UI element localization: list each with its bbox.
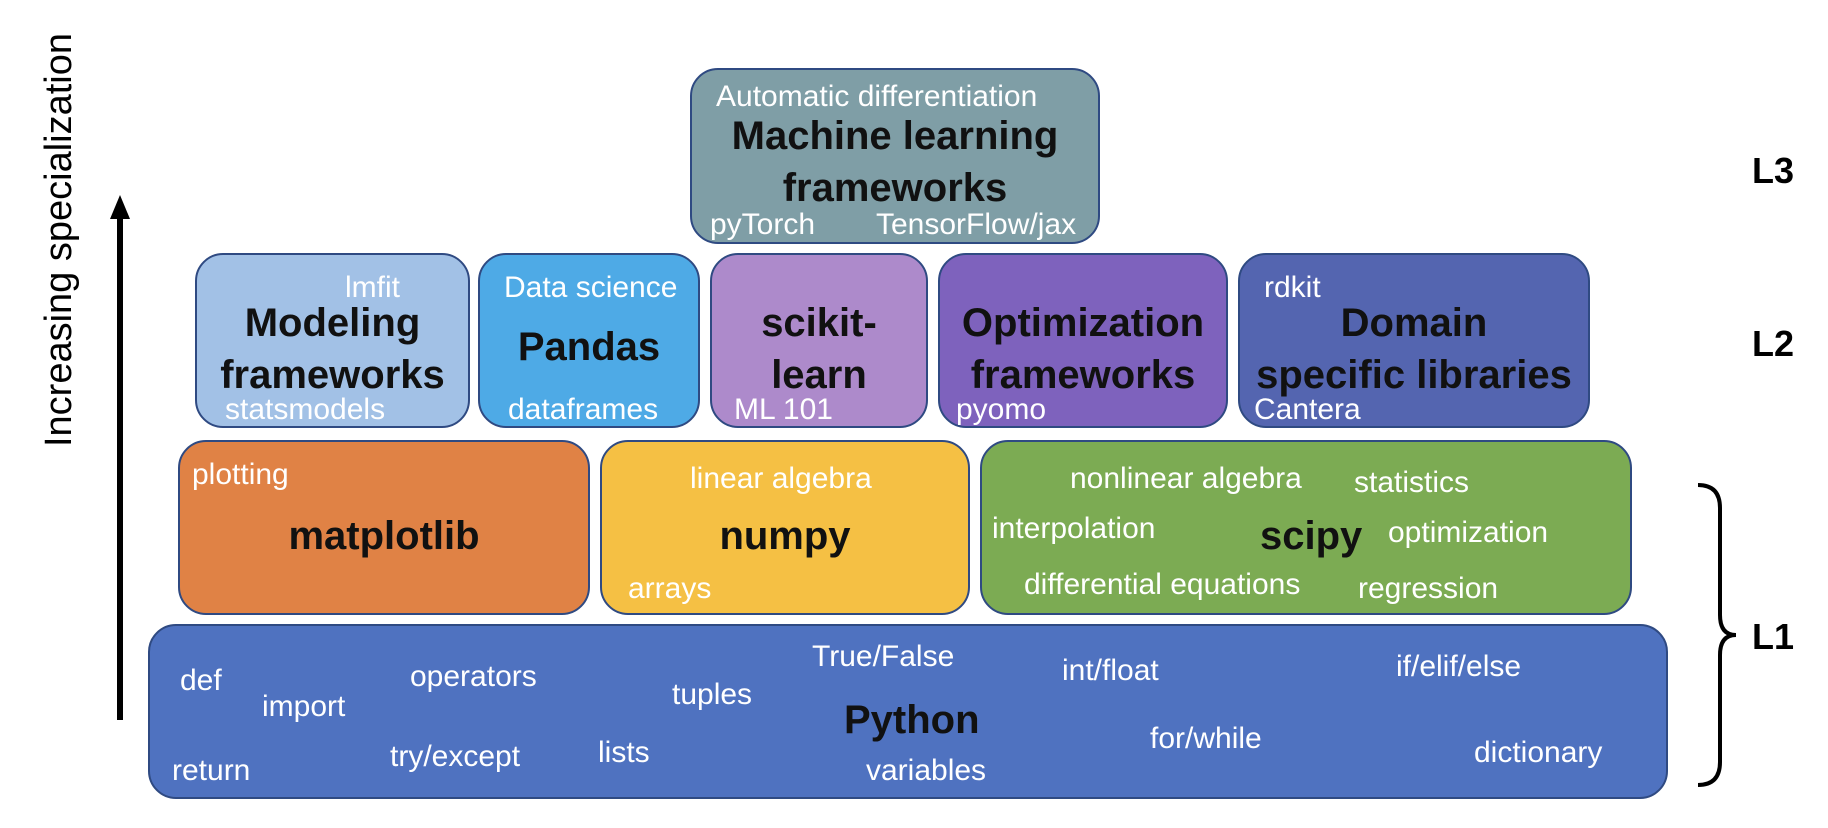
python-tag-try-except: try/except: [390, 740, 521, 773]
sklearn-tag-ml101: ML 101: [734, 393, 833, 426]
level-l3: L3: [1752, 150, 1795, 191]
ml-tag-tensorflow: TensorFlow/jax: [876, 208, 1077, 241]
scipy-title: scipy: [1260, 514, 1363, 558]
scipy-tag-interpolation: interpolation: [992, 512, 1156, 545]
scipy-tag-nonlinear-algebra: nonlinear algebra: [1070, 462, 1302, 495]
matplotlib-tag-plotting: plotting: [192, 458, 289, 491]
python-tag-import: import: [262, 690, 346, 723]
python-tag-for-while: for/while: [1150, 722, 1262, 755]
matplotlib-box: plotting matplotlib: [178, 440, 590, 615]
python-tag-return: return: [172, 754, 251, 787]
python-tag-int-float: int/float: [1062, 654, 1159, 687]
ml-tag-autodiff: Automatic differentiation: [716, 80, 1038, 113]
python-tag-dictionary: dictionary: [1474, 736, 1603, 769]
axis-label: Increasing specialization: [38, 33, 80, 448]
optimization-frameworks-box: Optimization frameworks pyomo: [938, 253, 1228, 428]
numpy-tag-arrays: arrays: [628, 572, 712, 605]
modeling-frameworks-box: lmfit Modeling frameworks statsmodels: [195, 253, 470, 428]
numpy-title: numpy: [719, 514, 851, 558]
python-title: Python: [844, 698, 980, 742]
ml-frameworks-box: Automatic differentiation Machine learni…: [690, 68, 1100, 244]
python-tag-operators: operators: [410, 660, 537, 693]
python-tag-lists: lists: [598, 736, 650, 769]
ml-title-line1: Machine learning: [731, 114, 1059, 158]
level-l1: L1: [1752, 616, 1795, 657]
scipy-tag-regression: regression: [1358, 572, 1499, 605]
domain-tag-rdkit: rdkit: [1264, 271, 1321, 304]
python-box: def import operators tuples True/False i…: [148, 624, 1668, 799]
sklearn-title-line2: learn: [771, 353, 867, 397]
ml-title-line2: frameworks: [782, 166, 1008, 210]
python-tag-def: def: [180, 664, 222, 697]
pandas-tag-data-science: Data science: [504, 271, 678, 304]
numpy-box: linear algebra numpy arrays: [600, 440, 970, 615]
modeling-tag-statsmodels: statsmodels: [225, 393, 386, 426]
specialization-arrow: [110, 195, 130, 720]
scikit-learn-box: scikit- learn ML 101: [710, 253, 928, 428]
l1-bracket: [1697, 483, 1737, 787]
python-tag-variables: variables: [866, 754, 987, 787]
modeling-title-line1: Modeling: [244, 301, 421, 345]
domain-title-line1: Domain: [1340, 301, 1488, 345]
numpy-tag-linear-algebra: linear algebra: [690, 462, 872, 495]
pandas-title: Pandas: [517, 325, 661, 369]
modeling-title-line2: frameworks: [220, 353, 445, 397]
scipy-tag-differential-equations: differential equations: [1024, 568, 1301, 601]
sklearn-title-line1: scikit-: [761, 301, 877, 345]
scipy-tag-statistics: statistics: [1354, 466, 1470, 499]
ml-tag-pytorch: pyTorch: [710, 208, 816, 241]
domain-specific-box: rdkit Domain specific libraries Cantera: [1238, 253, 1590, 428]
modeling-tag-lmfit: lmfit: [345, 271, 400, 304]
pandas-box: Data science Pandas dataframes: [478, 253, 700, 428]
level-l2: L2: [1752, 323, 1795, 364]
scipy-box: nonlinear algebra statistics interpolati…: [980, 440, 1632, 615]
python-tag-if-elif-else: if/elif/else: [1396, 650, 1522, 683]
optimization-title-line1: Optimization: [961, 301, 1205, 345]
python-tag-true-false: True/False: [812, 640, 955, 673]
matplotlib-title: matplotlib: [288, 514, 480, 558]
python-tag-tuples: tuples: [672, 678, 753, 711]
domain-title-line2: specific libraries: [1256, 353, 1572, 397]
pandas-tag-dataframes: dataframes: [508, 393, 659, 426]
scipy-tag-optimization: optimization: [1388, 516, 1549, 549]
domain-tag-cantera: Cantera: [1254, 393, 1361, 426]
optimization-title-line2: frameworks: [970, 353, 1196, 397]
optimization-tag-pyomo: pyomo: [956, 393, 1047, 426]
